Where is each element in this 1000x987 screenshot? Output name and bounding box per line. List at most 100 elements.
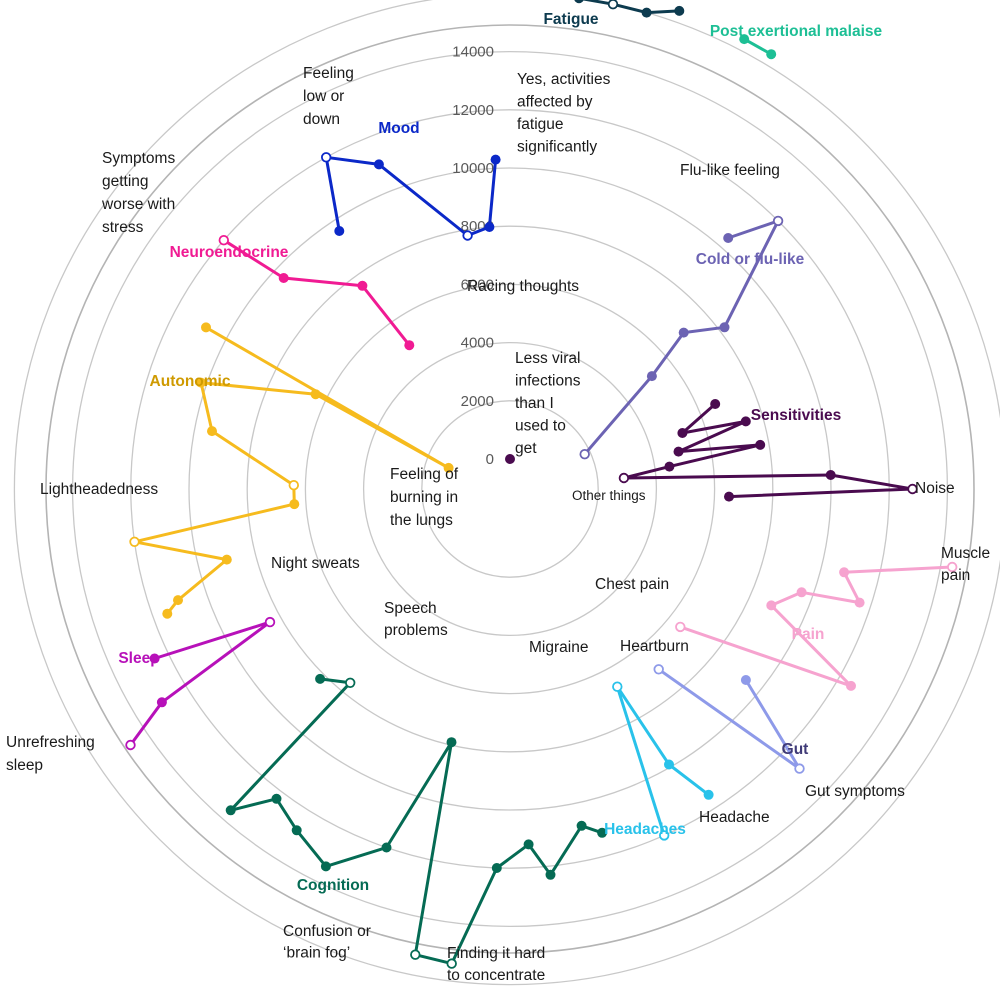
data-point-cognition-4 xyxy=(491,863,502,873)
item-label-line: used to xyxy=(515,418,566,435)
data-point-sleep-3 xyxy=(149,653,160,664)
item-label-line: worse with xyxy=(101,196,175,213)
series-autonomic xyxy=(129,322,454,619)
group-label-neuroendocrine: Neuroendocrine xyxy=(170,244,289,261)
item-label-line: ‘brain fog’ xyxy=(283,945,350,962)
series-line-fatigue xyxy=(580,0,680,15)
data-point-sensitivities-0 xyxy=(710,399,721,409)
item-label-line: Speech xyxy=(384,600,437,617)
item-label-flu-like-feeling: Flu-like feeling xyxy=(680,162,780,179)
data-point-sensitivities-1 xyxy=(677,428,688,438)
data-point-neuroendocrine-3 xyxy=(218,234,230,246)
data-point-extra-0 xyxy=(505,454,515,464)
data-point-mood-4 xyxy=(484,222,495,232)
item-label-line: Other things xyxy=(572,488,646,503)
item-label-line: affected by xyxy=(517,94,593,111)
item-label-line: Confusion or xyxy=(283,923,371,940)
data-point-gut-1 xyxy=(794,763,805,774)
data-point-cognition-9 xyxy=(320,861,331,872)
item-label-noise: Noise xyxy=(915,480,955,497)
tick-label-16000: 16000 xyxy=(452,0,494,2)
data-point-mood-1 xyxy=(321,152,332,163)
data-point-cognition-3 xyxy=(523,839,534,850)
data-point-fatigue-1 xyxy=(607,0,619,10)
item-label-line: pain xyxy=(941,567,970,584)
grid-ring-outer xyxy=(45,24,975,954)
item-label-heartburn: Heartburn xyxy=(620,638,689,655)
series-line-gut xyxy=(657,668,801,771)
grid-ring-2000 xyxy=(421,400,599,578)
data-point-post-exertional-malaise-0 xyxy=(739,34,750,45)
data-point-autonomic-6 xyxy=(207,426,217,437)
item-label-line: down xyxy=(303,111,340,128)
data-point-sensitivities-4 xyxy=(755,439,766,450)
item-label-chest-pain: Chest pain xyxy=(595,576,669,593)
series-line-cold-or-flu-like xyxy=(583,219,780,456)
radial-tick-labels: 0200040006000800010000120001400016000 xyxy=(452,0,494,468)
item-label-line: stress xyxy=(102,219,144,236)
tick-label-4000: 4000 xyxy=(461,335,494,352)
group-label-cold-or-flu-like: Cold or flu-like xyxy=(696,251,805,268)
data-point-fatigue-2 xyxy=(641,7,652,18)
data-point-autonomic-9 xyxy=(443,462,454,473)
series-cold-or-flu-like xyxy=(579,215,784,460)
tick-label-10000: 10000 xyxy=(452,160,494,177)
data-point-cold-or-flu-like-4 xyxy=(646,371,657,382)
data-point-neuroendocrine-1 xyxy=(357,280,368,291)
data-point-cognition-13 xyxy=(345,677,356,689)
item-label-line: get xyxy=(515,440,537,457)
tick-label-14000: 14000 xyxy=(452,44,494,61)
data-point-sensitivities-3 xyxy=(673,446,684,457)
item-label-line: Lightheadedness xyxy=(40,481,158,498)
data-point-cognition-7 xyxy=(446,737,457,748)
item-label-line: Night sweats xyxy=(271,555,360,572)
item-label-night-sweats: Night sweats xyxy=(271,555,360,572)
grid-ring-6000 xyxy=(304,283,716,695)
series-line-post-exertional-malaise xyxy=(743,37,772,56)
series-fatigue xyxy=(574,0,685,18)
data-point-cognition-10 xyxy=(291,825,302,836)
data-point-autonomic-7 xyxy=(196,377,206,388)
item-label-line: infections xyxy=(515,373,581,390)
data-point-pain-5 xyxy=(846,680,856,691)
data-point-cognition-11 xyxy=(271,793,282,804)
data-point-fatigue-0 xyxy=(574,0,584,4)
item-label-line: fatigue xyxy=(517,116,564,133)
data-point-cognition-12 xyxy=(225,805,236,816)
data-point-headaches-1 xyxy=(664,759,674,770)
data-point-autonomic-1 xyxy=(173,595,183,606)
data-point-cognition-6 xyxy=(410,949,421,960)
item-label-line: Feeling of xyxy=(390,466,459,483)
data-point-autonomic-10 xyxy=(201,322,211,333)
series-line-cognition xyxy=(229,677,603,966)
item-label-line: getting xyxy=(102,173,149,190)
group-label-pain: Pain xyxy=(792,626,825,643)
data-point-mood-3 xyxy=(462,230,473,241)
data-point-autonomic-8 xyxy=(310,389,321,400)
group-label-cognition: Cognition xyxy=(297,877,369,894)
data-point-neuroendocrine-2 xyxy=(278,273,289,283)
item-label-line: Gut symptoms xyxy=(805,783,905,800)
group-label-headaches: Headaches xyxy=(604,821,686,838)
data-point-neuroendocrine-0 xyxy=(404,340,415,351)
data-point-sensitivities-8 xyxy=(907,483,918,495)
data-point-pain-0 xyxy=(947,561,958,573)
data-point-sensitivities-2 xyxy=(740,416,751,427)
data-point-post-exertional-malaise-1 xyxy=(766,49,777,60)
item-label-line: to concentrate xyxy=(447,967,545,984)
data-point-headaches-2 xyxy=(612,681,623,692)
item-label-line: Heartburn xyxy=(620,638,689,655)
data-point-cognition-2 xyxy=(545,869,556,880)
series-post-exertional-malaise xyxy=(739,34,777,60)
item-label-line: Feeling xyxy=(303,65,354,82)
data-point-gut-0 xyxy=(740,675,751,685)
tick-label-0: 0 xyxy=(486,451,494,468)
tick-label-12000: 12000 xyxy=(452,102,494,119)
data-point-autonomic-0 xyxy=(162,608,173,619)
data-point-pain-4 xyxy=(766,600,777,611)
